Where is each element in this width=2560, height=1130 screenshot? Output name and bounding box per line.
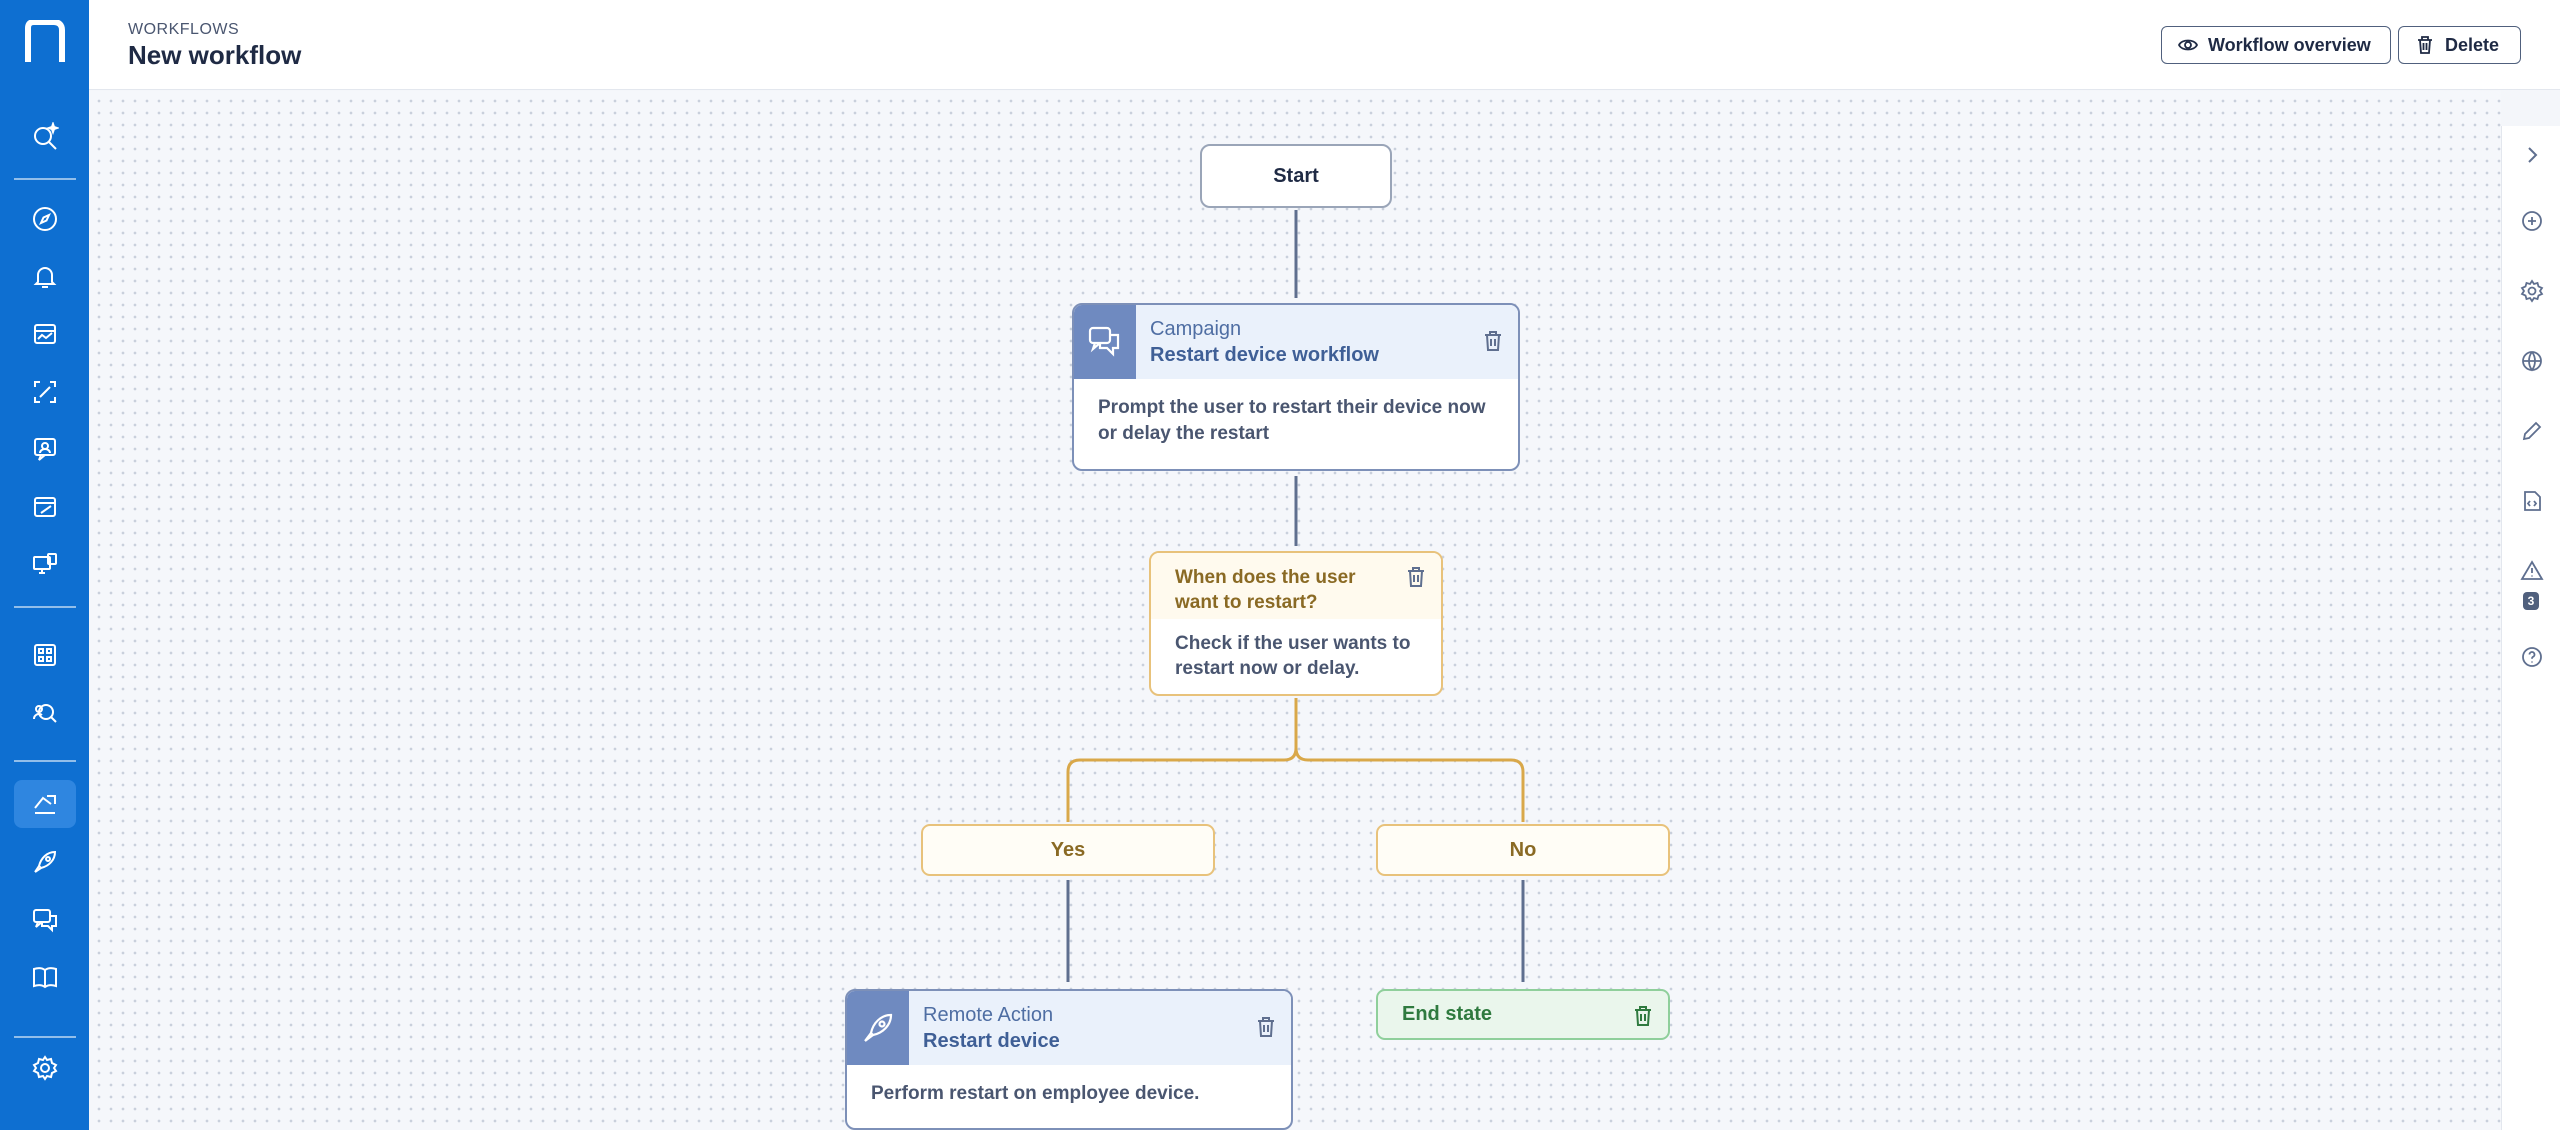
remote-action-header: Remote Action Restart device xyxy=(847,991,1291,1065)
nav-chat-icon[interactable] xyxy=(14,896,76,944)
end-state-delete-icon[interactable] xyxy=(1632,1004,1654,1028)
nav-book-icon[interactable] xyxy=(14,953,76,1001)
remote-action-node[interactable]: Remote Action Restart device Perform res… xyxy=(845,989,1293,1130)
page-title: New workflow xyxy=(128,40,302,70)
globe-icon[interactable] xyxy=(2519,348,2545,374)
nav-search-sparkle-icon[interactable] xyxy=(14,112,76,160)
pencil-icon[interactable] xyxy=(2519,418,2545,444)
trash-icon xyxy=(2418,36,2432,54)
add-icon[interactable] xyxy=(2519,208,2545,234)
chevron-right-icon[interactable] xyxy=(2519,142,2545,168)
campaign-name: Restart device workflow xyxy=(1150,343,1379,366)
gear-icon[interactable] xyxy=(2519,278,2545,304)
nav-workflow-icon[interactable] xyxy=(14,780,76,828)
decision-header: When does the user want to restart? xyxy=(1151,553,1441,619)
breadcrumb[interactable]: WORKFLOWS xyxy=(128,21,240,38)
nav-image-edit-icon[interactable] xyxy=(14,483,76,531)
decision-description: Check if the user wants to restart now o… xyxy=(1175,633,1411,679)
workflow-overview-button[interactable]: Workflow overview xyxy=(2161,26,2391,64)
nav-people-chat-icon[interactable] xyxy=(14,425,76,473)
delete-button[interactable]: Delete xyxy=(2398,26,2521,64)
campaign-node-header: Campaign Restart device workflow xyxy=(1074,305,1518,379)
right-tool-rail: 3 xyxy=(2501,126,2560,1130)
remote-action-kind-label: Remote Action xyxy=(923,1003,1054,1026)
help-icon[interactable] xyxy=(2519,644,2545,670)
decision-node[interactable]: When does the user want to restart? Chec… xyxy=(1149,551,1443,696)
start-node[interactable]: Start xyxy=(1200,144,1392,208)
nav-settings-icon[interactable] xyxy=(14,1044,76,1092)
nav-devices-icon[interactable] xyxy=(14,540,76,588)
nav-grid-icon[interactable] xyxy=(14,631,76,679)
nav-rocket-icon[interactable] xyxy=(14,838,76,886)
branch-yes[interactable]: Yes xyxy=(921,824,1215,876)
nav-dashboard-icon[interactable] xyxy=(14,310,76,358)
remote-action-description: Perform restart on employee device. xyxy=(871,1083,1200,1104)
branch-no[interactable]: No xyxy=(1376,824,1670,876)
nav-search-people-icon[interactable] xyxy=(14,689,76,737)
campaign-description: Prompt the user to restart their device … xyxy=(1098,397,1486,444)
remote-action-delete-icon[interactable] xyxy=(1255,1015,1277,1039)
end-state-node[interactable]: End state xyxy=(1376,989,1670,1040)
workflow-overview-label: Workflow overview xyxy=(2208,34,2371,55)
left-navigation xyxy=(0,0,89,1130)
decision-delete-icon[interactable] xyxy=(1405,565,1427,589)
nav-compass-icon[interactable] xyxy=(14,195,76,243)
nexthink-logo[interactable] xyxy=(24,20,66,64)
rocket-icon xyxy=(847,991,909,1065)
campaign-chat-icon xyxy=(1074,305,1136,379)
end-state-label: End state xyxy=(1402,1003,1493,1025)
eye-icon xyxy=(2178,39,2198,51)
warning-count-badge: 3 xyxy=(2523,592,2539,610)
campaign-kind-label: Campaign xyxy=(1150,317,1242,340)
page-header: WORKFLOWS New workflow Workflow overview… xyxy=(89,0,2560,90)
campaign-node[interactable]: Campaign Restart device workflow Prompt … xyxy=(1072,303,1520,471)
remote-action-name: Restart device xyxy=(923,1029,1060,1052)
campaign-delete-icon[interactable] xyxy=(1482,329,1504,353)
code-file-icon[interactable] xyxy=(2519,488,2545,514)
nav-scan-icon[interactable] xyxy=(14,368,76,416)
delete-label: Delete xyxy=(2445,34,2500,55)
nav-bell-icon[interactable] xyxy=(14,253,76,301)
warning-icon[interactable] xyxy=(2519,558,2545,584)
decision-title: When does the user want to restart? xyxy=(1175,567,1356,613)
